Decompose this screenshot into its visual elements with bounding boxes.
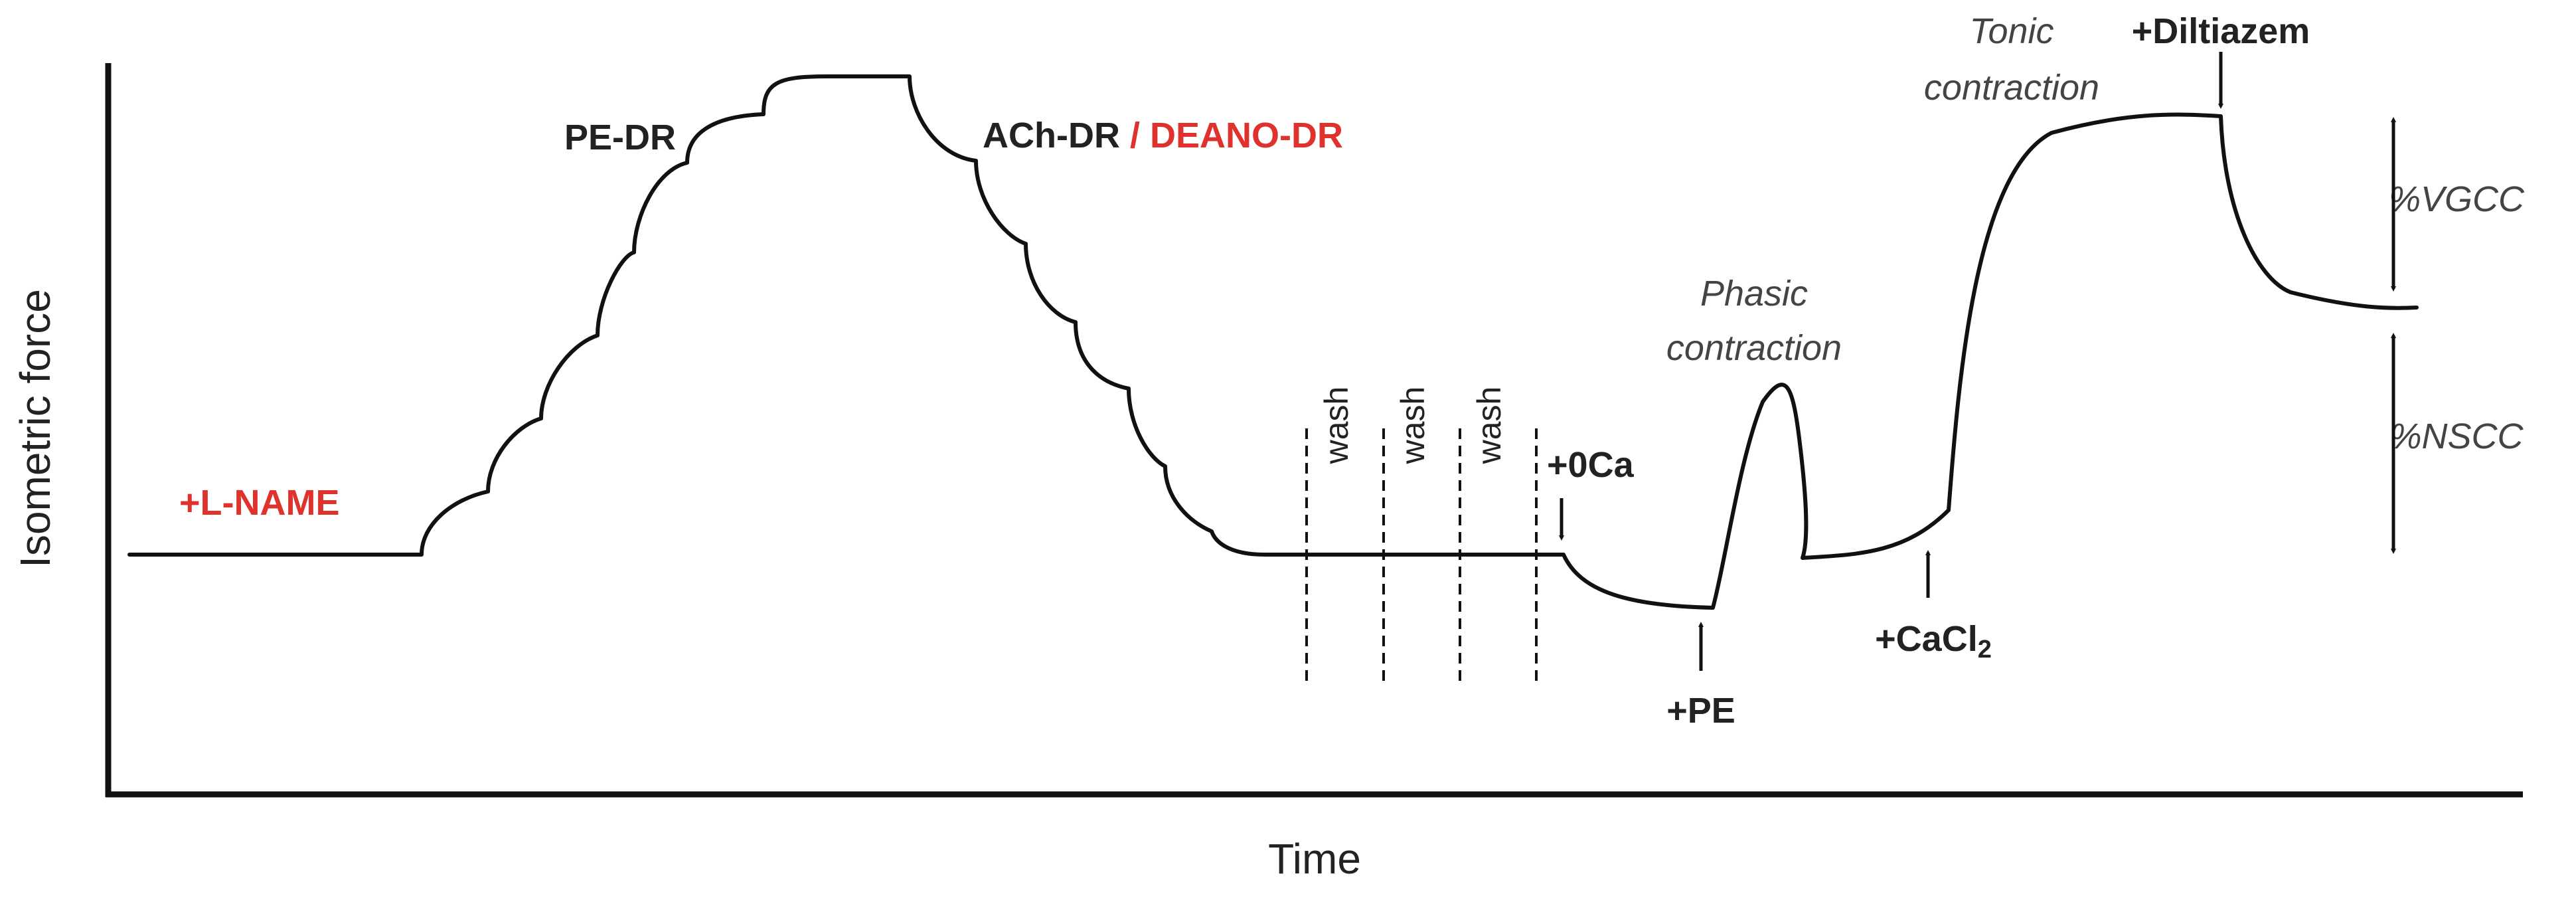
deano-dr-text: DEANO-DR [1150, 116, 1343, 155]
axes [105, 63, 2523, 798]
zero-ca-label: +0Ca [1547, 445, 1635, 485]
vgcc-label: %VGCC [2389, 179, 2525, 219]
nscc-label: %NSCC [2389, 416, 2524, 456]
wash-label: wash [1394, 387, 1431, 465]
cacl2-subscript: 2 [1978, 636, 1992, 664]
force-trace [127, 74, 2419, 610]
y-axis-label: Isometric force [11, 289, 59, 568]
phasic-label-line1: Phasic [1700, 274, 1808, 314]
arrows [1559, 52, 2396, 671]
x-axis-label: Time [1268, 835, 1361, 883]
tonic-label-line2: contraction [1924, 68, 2099, 108]
cacl2-main-text: +CaCl [1875, 619, 1978, 659]
lname-label: +L-NAME [179, 483, 340, 523]
diltiazem-label: +Diltiazem [2132, 11, 2310, 51]
wash-label: wash [1471, 387, 1508, 465]
pe-label: +PE [1666, 691, 1735, 731]
slash-text: / [1120, 116, 1150, 155]
wash-dividers [1305, 428, 1538, 684]
pe-dr-label: PE-DR [564, 118, 676, 157]
wash-label: wash [1318, 387, 1355, 465]
phasic-label-line2: contraction [1666, 328, 1842, 368]
tonic-label-line1: Tonic [1969, 11, 2053, 51]
cacl2-label: +CaCl2 [1875, 619, 1992, 664]
ach-deano-label: ACh-DR / DEANO-DR [983, 116, 1343, 155]
ach-dr-text: ACh-DR [983, 116, 1120, 155]
